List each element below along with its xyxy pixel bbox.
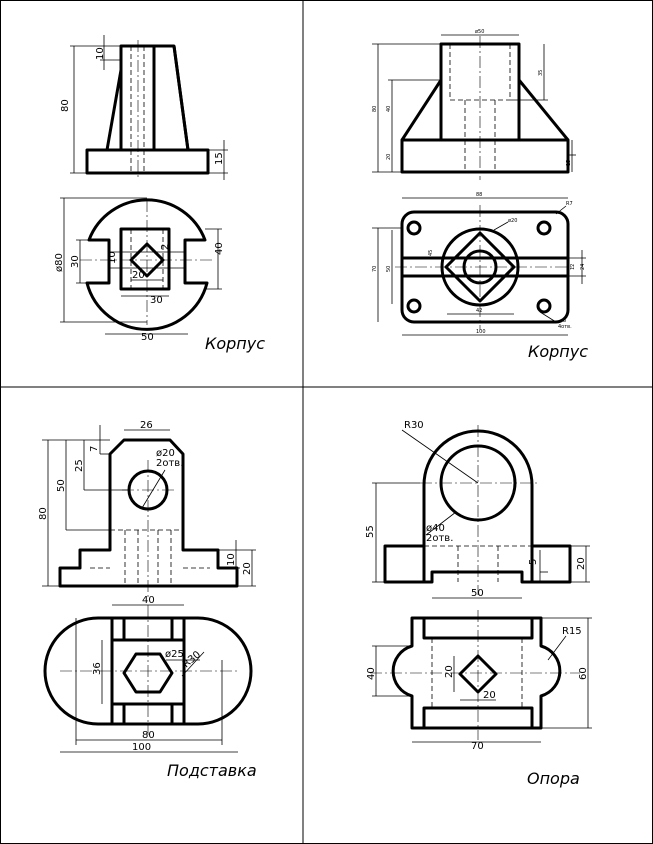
p2-dim-35: 35 bbox=[538, 70, 544, 76]
p1-dim-10: 10 bbox=[95, 47, 106, 60]
p1-dim-phi80: ø80 bbox=[54, 253, 65, 272]
p4-dim-phi40: ø40 bbox=[426, 523, 445, 534]
panel-4-drawing: R30 55 ø40 2отв. 5 20 50 40 R15 bbox=[365, 420, 592, 788]
p3-dim-25: 25 bbox=[74, 459, 85, 472]
p2-dim-40: 40 bbox=[386, 106, 392, 112]
p1-dim-10b: 10 bbox=[107, 251, 118, 264]
p2-dim-42: 42 bbox=[476, 308, 482, 314]
p2-dim-phi50: ø50 bbox=[475, 29, 484, 35]
p1-dim-30: 30 bbox=[150, 295, 163, 306]
p2-dim-100: 100 bbox=[476, 329, 486, 335]
p2-dim-R7: R7 bbox=[566, 201, 573, 207]
p2-dim-15: 15 bbox=[566, 160, 572, 166]
p2-dim-12: 12 bbox=[570, 264, 576, 270]
p4-dim-R30: R30 bbox=[404, 420, 424, 431]
p3-dim-10: 10 bbox=[226, 553, 237, 566]
p4-dim-40: 40 bbox=[366, 667, 377, 680]
p4-front-view bbox=[372, 425, 590, 599]
p4-caption: Опора bbox=[527, 769, 580, 788]
p1-dim-40: 40 bbox=[214, 242, 225, 255]
p3-front-view bbox=[42, 425, 256, 600]
p1-front-view bbox=[70, 35, 228, 180]
p2-dim-20: 20 bbox=[386, 154, 392, 160]
p3-dim-20: 20 bbox=[242, 562, 253, 575]
p3-dim-7: 7 bbox=[89, 446, 100, 452]
p4-dim-20b: 20 bbox=[483, 690, 496, 701]
p2-dim-50: 50 bbox=[386, 266, 392, 272]
p3-dim-phi20: ø20 bbox=[156, 448, 175, 459]
p2-dim-holes-count: 4отв. bbox=[558, 324, 572, 330]
p1-dim-20: 20 bbox=[132, 270, 145, 281]
p2-dim-phi20: ø20 bbox=[508, 218, 517, 224]
p1-dim-50: 50 bbox=[141, 332, 154, 343]
p3-dim-50: 50 bbox=[56, 479, 67, 492]
p1-dim-30v: 30 bbox=[70, 255, 81, 268]
p3-dim-36: 36 bbox=[92, 662, 103, 675]
p4-dim-55: 55 bbox=[365, 525, 376, 538]
p2-front-view bbox=[372, 34, 576, 180]
p1-caption: Корпус bbox=[205, 334, 265, 353]
p1-top-view bbox=[60, 197, 222, 335]
p3-dim-80b: 80 bbox=[142, 730, 155, 741]
p3-caption: Подставка bbox=[167, 761, 257, 780]
p4-dim-50: 50 bbox=[471, 588, 484, 599]
p1-dim-2: 2 bbox=[160, 244, 171, 250]
panel-3-drawing: 26 7 25 50 80 ø20 2отв. 10 20 bbox=[38, 420, 257, 780]
p4-dim-2otv: 2отв. bbox=[426, 533, 453, 544]
p4-dim-20: 20 bbox=[576, 557, 587, 570]
p2-dim-80: 80 bbox=[372, 106, 378, 112]
p2-caption: Корпус bbox=[528, 342, 588, 361]
p4-dim-60: 60 bbox=[578, 667, 589, 680]
p3-dim-40: 40 bbox=[142, 595, 155, 606]
p2-dim-45: 45 bbox=[428, 250, 434, 256]
p3-dim-100: 100 bbox=[132, 742, 151, 753]
p3-dim-phi25: ø25 bbox=[165, 649, 184, 660]
p4-top-view bbox=[370, 610, 592, 743]
p4-dim-R15: R15 bbox=[562, 626, 582, 637]
p2-dim-70: 70 bbox=[372, 266, 378, 272]
p2-top-view bbox=[372, 197, 586, 336]
panel-1-drawing: 80 10 15 ø80 3 bbox=[54, 35, 265, 353]
p3-dim-80: 80 bbox=[38, 507, 49, 520]
p3-dim-26: 26 bbox=[140, 420, 153, 431]
p2-dim-holes-dia: ø8 bbox=[560, 318, 566, 324]
p3-dim-2otv: 2отв. bbox=[156, 458, 183, 469]
p1-dim-80: 80 bbox=[60, 99, 71, 112]
p4-dim-20a: 20 bbox=[444, 665, 455, 678]
p2-dim-24: 24 bbox=[580, 264, 586, 270]
p4-dim-5: 5 bbox=[528, 559, 539, 565]
p4-dim-70: 70 bbox=[471, 741, 484, 752]
p2-dim-88: 88 bbox=[476, 192, 482, 198]
p3-top-view bbox=[43, 604, 253, 753]
panel-2-drawing: ø50 35 80 40 20 15 bbox=[372, 29, 588, 361]
p1-dim-15: 15 bbox=[214, 152, 225, 165]
